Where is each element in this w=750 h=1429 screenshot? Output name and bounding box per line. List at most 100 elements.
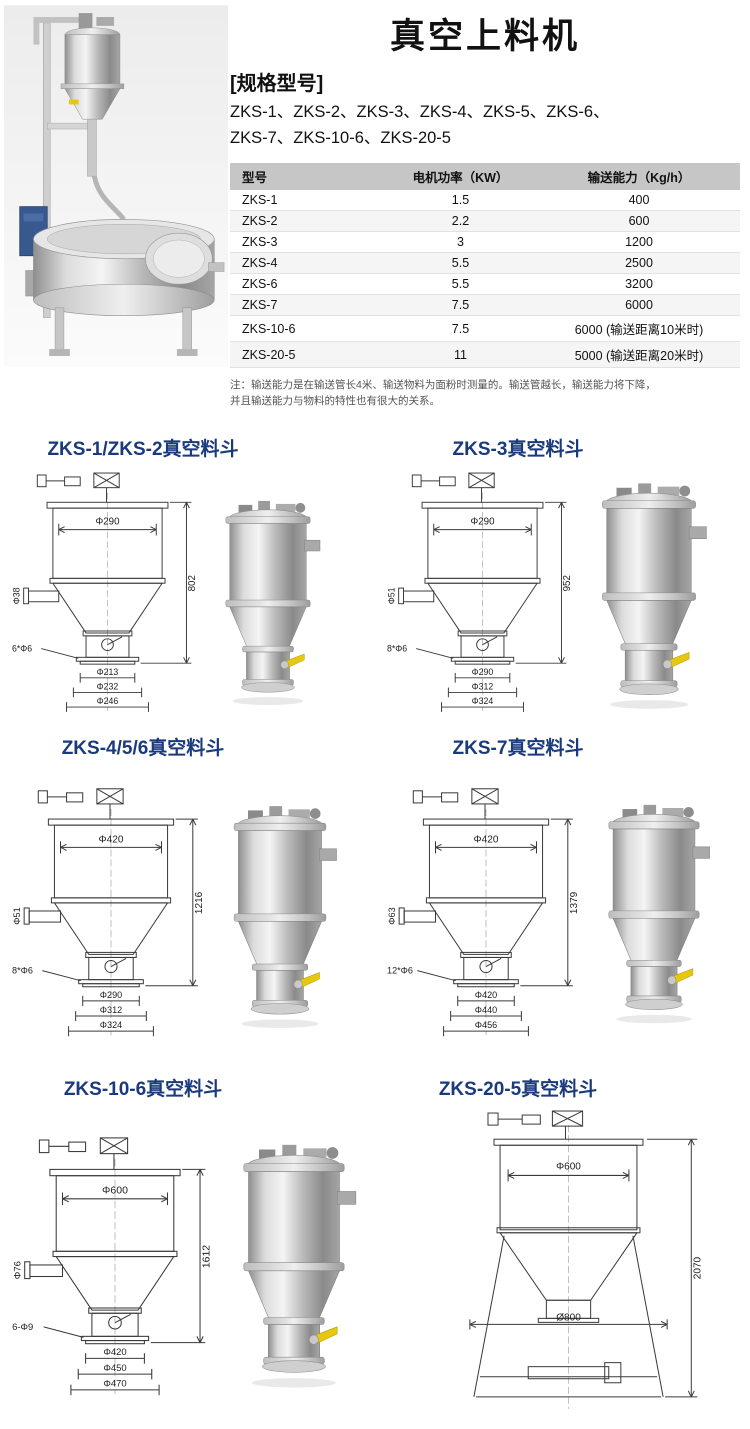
table-row: ZKS-10-6 7.5 6000 (输送距离10米时) bbox=[230, 315, 740, 343]
table-row: ZKS-3 3 1200 bbox=[230, 231, 740, 254]
dim-top-diameter: Φ600 bbox=[102, 1184, 128, 1196]
technical-drawing: Φ600 1612 Φ76 6-Φ9 Φ420 Φ450 Φ470 bbox=[12, 1137, 213, 1396]
dim-top-diameter: Φ420 bbox=[474, 834, 499, 845]
spec-table: 型号 电机功率（KW） 输送能力（Kg/h） ZKS-1 1.5 400 ZKS… bbox=[230, 163, 740, 369]
dim-overall-height: 952 bbox=[562, 575, 573, 591]
dim-inlet-diameter: Φ51 bbox=[387, 587, 397, 604]
note-line-2: 并且输送能力与物料的特性也有很大的关系。 bbox=[230, 395, 440, 408]
dim-bolt-spec: 6-Φ9 bbox=[12, 1322, 33, 1333]
section-title: ZKS-1/ZKS-2真空料斗 bbox=[47, 438, 239, 460]
cell-power: 1.5 bbox=[383, 190, 538, 212]
dim-flange-3: Φ246 bbox=[97, 696, 119, 706]
dim-bolt-spec: 8*Φ6 bbox=[387, 643, 407, 653]
section-zks-7: ZKS-7真空料斗 Φ420 1379 Φ63 12*Φ6 Φ420 Φ440 … bbox=[375, 721, 750, 1062]
dim-flange-2: Φ312 bbox=[100, 1005, 122, 1015]
technical-drawing: Φ290 952 Φ51 8*Φ6 Φ290 Φ312 Φ324 bbox=[387, 472, 573, 713]
header: 真空上料机 [规格型号] ZKS-1、ZKS-2、ZKS-3、ZKS-4、ZKS… bbox=[0, 0, 750, 410]
cell-power: 3 bbox=[383, 231, 538, 254]
product-photo bbox=[608, 804, 710, 1024]
table-row: ZKS-2 2.2 600 bbox=[230, 210, 740, 233]
table-row: ZKS-7 7.5 6000 bbox=[230, 294, 740, 317]
dim-flange-1: Φ290 bbox=[472, 667, 494, 677]
model-list-line-1: ZKS-1、ZKS-2、ZKS-3、ZKS-4、ZKS-5、ZKS-6、 bbox=[230, 103, 610, 121]
spec-table-header-row: 型号 电机功率（KW） 输送能力（Kg/h） bbox=[230, 163, 740, 191]
technical-drawing: Φ290 802 Φ38 6*Φ6 Φ213 Φ232 Φ246 bbox=[12, 472, 198, 713]
product-photo bbox=[243, 1144, 357, 1388]
cell-capacity: 5000 (输送距离20米时) bbox=[538, 341, 740, 369]
note-line-1: 注：输送能力是在输送管长4米、输送物料为面粉时测量的。输送管越长，输送能力将下降… bbox=[230, 379, 656, 392]
header-content: 真空上料机 [规格型号] ZKS-1、ZKS-2、ZKS-3、ZKS-4、ZKS… bbox=[228, 0, 750, 410]
cell-model: ZKS-10-6 bbox=[230, 315, 383, 343]
table-row: ZKS-4 5.5 2500 bbox=[230, 252, 740, 275]
product-photo bbox=[233, 805, 337, 1028]
product-photo bbox=[602, 482, 707, 709]
section-zks-1-2: ZKS-1/ZKS-2真空料斗 Φ290 802 Φ38 6*Φ6 Φ213 Φ… bbox=[0, 422, 375, 721]
cell-power: 11 bbox=[383, 341, 538, 369]
table-row: ZKS-20-5 11 5000 (输送距离20米时) bbox=[230, 341, 740, 369]
technical-drawing: Φ420 1216 Φ51 8*Φ6 Φ290 Φ312 Φ324 bbox=[12, 787, 205, 1037]
technical-drawing: Φ600 Ø800 2070 bbox=[469, 1110, 703, 1409]
dim-overall-height: 1612 bbox=[201, 1244, 213, 1268]
section-zks-4-5-6: ZKS-4/5/6真空料斗 Φ420 1216 Φ51 8*Φ6 Φ290 Φ3… bbox=[0, 721, 375, 1062]
dim-flange-3: Φ324 bbox=[472, 696, 494, 706]
dim-flange-2: Φ312 bbox=[472, 681, 494, 691]
section-zks-10-6: ZKS-10-6真空料斗 Φ600 1612 Φ76 6-Φ9 Φ420 Φ45… bbox=[0, 1062, 375, 1429]
hopper-sections: ZKS-1/ZKS-2真空料斗 Φ290 802 Φ38 6*Φ6 Φ213 Φ… bbox=[0, 422, 750, 1429]
section-title: ZKS-4/5/6真空料斗 bbox=[61, 737, 225, 759]
cell-model: ZKS-6 bbox=[230, 273, 383, 296]
dim-inlet-diameter: Φ76 bbox=[12, 1261, 23, 1279]
technical-drawing: Φ420 1379 Φ63 12*Φ6 Φ420 Φ440 Φ456 bbox=[387, 787, 580, 1037]
page-title: 真空上料机 bbox=[389, 17, 580, 56]
cell-model: ZKS-3 bbox=[230, 231, 383, 254]
cell-capacity: 2500 bbox=[538, 252, 740, 275]
cell-capacity: 600 bbox=[538, 210, 740, 233]
section-title: ZKS-10-6真空料斗 bbox=[63, 1078, 223, 1100]
cell-power: 7.5 bbox=[383, 315, 538, 343]
spec-label: [规格型号] bbox=[230, 73, 324, 95]
dim-flange-2: Φ450 bbox=[103, 1363, 126, 1374]
dim-inlet-diameter: Φ63 bbox=[387, 907, 397, 924]
vacuum-feeder-machine-image bbox=[4, 5, 228, 367]
dim-top-diameter: Φ290 bbox=[470, 516, 495, 527]
dim-inlet-diameter: Φ51 bbox=[12, 907, 22, 924]
cell-model: ZKS-7 bbox=[230, 294, 383, 317]
cell-capacity: 6000 (输送距离10米时) bbox=[538, 315, 740, 343]
dim-top-diameter: Φ420 bbox=[99, 834, 124, 845]
product-photo bbox=[225, 500, 321, 705]
dim-top-diameter: Φ600 bbox=[556, 1161, 581, 1172]
cell-power: 2.2 bbox=[383, 210, 538, 233]
cell-power: 5.5 bbox=[383, 252, 538, 275]
dim-inlet-diameter: Φ38 bbox=[12, 587, 22, 604]
cell-model: ZKS-1 bbox=[230, 190, 383, 212]
cell-power: 7.5 bbox=[383, 294, 538, 317]
cell-capacity: 3200 bbox=[538, 273, 740, 296]
model-list-line-2: ZKS-7、ZKS-10-6、ZKS-20-5 bbox=[230, 128, 451, 147]
dim-overall-height: 1216 bbox=[194, 891, 205, 914]
dim-flange-3: Φ456 bbox=[475, 1020, 497, 1030]
col-header-capacity: 输送能力（Kg/h） bbox=[538, 163, 740, 191]
col-header-model: 型号 bbox=[230, 163, 383, 191]
cell-model: ZKS-20-5 bbox=[230, 341, 383, 369]
table-row: ZKS-6 5.5 3200 bbox=[230, 273, 740, 296]
cell-capacity: 6000 bbox=[538, 294, 740, 317]
dim-flange-3: Φ470 bbox=[103, 1378, 126, 1389]
dim-flange-1: Φ420 bbox=[103, 1347, 126, 1358]
table-row: ZKS-1 1.5 400 bbox=[230, 190, 740, 212]
cell-power: 5.5 bbox=[383, 273, 538, 296]
dim-top-diameter: Φ290 bbox=[95, 516, 120, 527]
col-header-motor-power: 电机功率（KW） bbox=[383, 163, 538, 191]
dim-overall-height: 802 bbox=[187, 575, 198, 591]
section-zks-3: ZKS-3真空料斗 Φ290 952 Φ51 8*Φ6 Φ290 Φ312 Φ3… bbox=[375, 422, 750, 721]
dim-flange-1: Φ290 bbox=[100, 990, 122, 1000]
machine-photo bbox=[0, 0, 228, 410]
cell-model: ZKS-2 bbox=[230, 210, 383, 233]
section-title: ZKS-20-5真空料斗 bbox=[438, 1078, 598, 1100]
model-list: ZKS-1、ZKS-2、ZKS-3、ZKS-4、ZKS-5、ZKS-6、 ZKS… bbox=[230, 100, 740, 151]
dim-overall-height: 2070 bbox=[692, 1256, 703, 1279]
cell-model: ZKS-4 bbox=[230, 252, 383, 275]
section-zks-20-5: ZKS-20-5真空料斗 bbox=[375, 1062, 750, 1429]
cell-capacity: 400 bbox=[538, 190, 740, 212]
section-title: ZKS-3真空料斗 bbox=[452, 438, 584, 460]
dim-overall-height: 1379 bbox=[569, 891, 580, 914]
dim-base-diameter: Ø800 bbox=[556, 1312, 581, 1323]
